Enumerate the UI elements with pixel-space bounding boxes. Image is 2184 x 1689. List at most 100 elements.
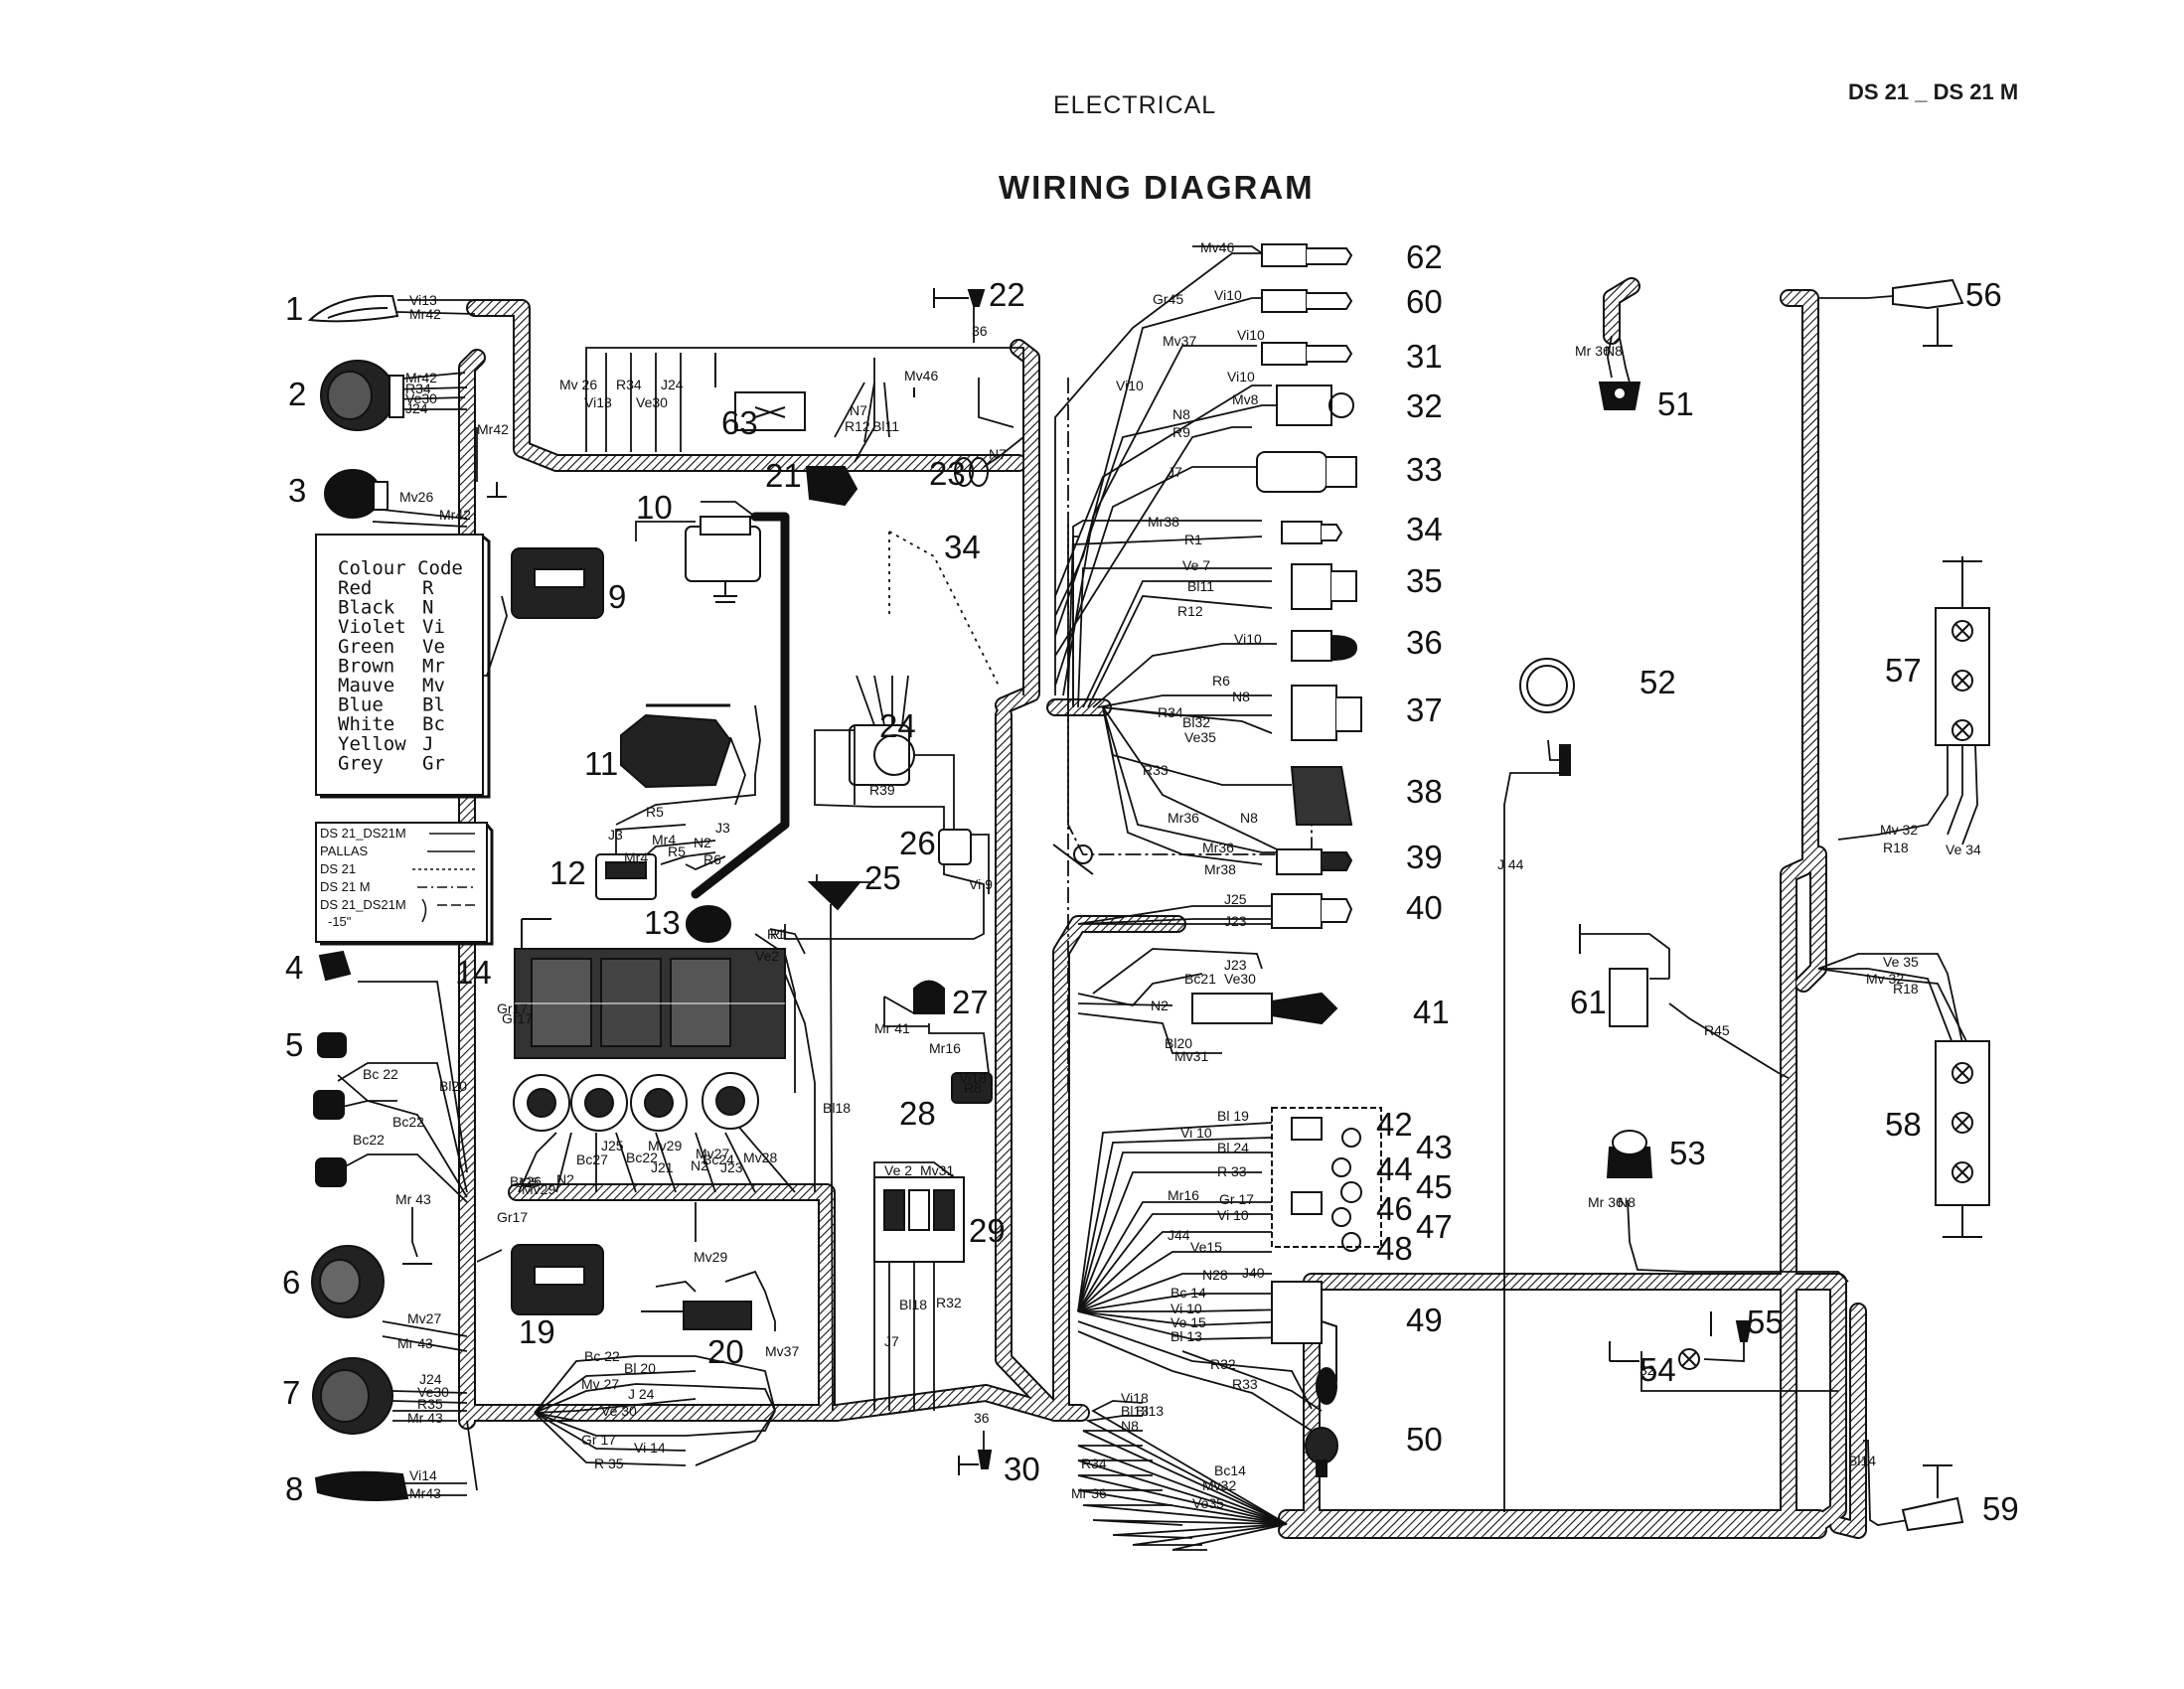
colour-name: Black <box>338 597 395 619</box>
colour-code: Bl <box>422 694 445 716</box>
colour-code: Gr <box>422 752 445 774</box>
component-number: 7 <box>282 1374 300 1411</box>
wire-label: Mr 41 <box>874 1020 910 1036</box>
line-legend-row: DS 21 M <box>320 879 371 894</box>
wire-label: Bc22 <box>626 1150 658 1165</box>
wires <box>337 245 1978 1551</box>
wire-label: Ve30 <box>405 390 437 406</box>
component-number: 43 <box>1416 1129 1453 1165</box>
wire-label: Bl32 <box>1182 714 1210 730</box>
wire-label: Bl 24 <box>1217 1140 1249 1155</box>
wire-label: J7 <box>884 1333 899 1349</box>
wire-label: Mr 43 <box>397 1335 433 1351</box>
wire-label: 32 <box>1639 1362 1655 1378</box>
component-number: 6 <box>282 1264 300 1301</box>
wire-label: Mr42 <box>477 421 509 437</box>
wire-label: Mr 36 <box>1071 1485 1107 1501</box>
model-tag: DS 21 _ DS 21 M <box>1848 79 2019 104</box>
component-number: 57 <box>1885 652 1922 689</box>
colour-name: Grey <box>338 752 384 774</box>
wire-label: J21 <box>651 1159 674 1175</box>
wire-label: N28 <box>1202 1267 1228 1283</box>
wire-label: J 24 <box>628 1386 655 1402</box>
component-number: 20 <box>707 1333 744 1370</box>
line-legend-row: -15" <box>328 914 352 929</box>
wire-label: N2 <box>1151 998 1169 1013</box>
wire-label: N2 <box>556 1171 574 1187</box>
component-number: 39 <box>1406 839 1443 875</box>
wire-label: Ve 35 <box>1883 954 1919 970</box>
wire-label: Bl20 <box>1165 1035 1192 1051</box>
wire-label: Bl14 <box>1848 1453 1876 1468</box>
component-number: 36 <box>1406 624 1443 661</box>
component-numbers: 1234567891011121314192021222324252627282… <box>282 238 2019 1527</box>
wire-label: Bl 20 <box>624 1360 656 1376</box>
wire-label: J25 <box>601 1138 624 1153</box>
wire-label: Vi 10 <box>1180 1125 1212 1141</box>
wire-label: Vi10 <box>1214 287 1242 303</box>
wire-label: Mv31 <box>920 1162 954 1178</box>
wire-label: Bl13 <box>1136 1403 1164 1419</box>
wire-label: N8 <box>1121 1418 1139 1434</box>
wire-label: Bl18 <box>899 1297 927 1312</box>
colour-name: Red <box>338 577 372 599</box>
wire-label: Ve15 <box>1190 1239 1222 1255</box>
colour-name: Yellow <box>338 733 406 755</box>
wire-label: R32 <box>936 1295 962 1310</box>
component-number: 1 <box>285 290 303 327</box>
wire-label: R5 <box>668 844 686 859</box>
colour-code: Mr <box>422 655 445 677</box>
wire-label: Mv26 <box>399 489 433 505</box>
component-number: 2 <box>288 376 306 412</box>
wire-label: N2 <box>691 1157 708 1173</box>
colour-code: J <box>422 733 433 755</box>
wire-label: 36 <box>972 323 988 339</box>
wire-label: Vi 9 <box>969 876 993 892</box>
wire-label: Bl13 <box>1121 1403 1149 1419</box>
wire-label: Mv27 <box>696 1146 729 1161</box>
wire-label: Mv 27 <box>581 1376 619 1392</box>
wire-label: Mv 26 <box>559 377 597 392</box>
component-number: 11 <box>584 745 618 782</box>
wire-label: J40 <box>1242 1265 1265 1281</box>
colour-name: White <box>338 713 394 735</box>
colour-name: Green <box>338 636 394 658</box>
wire-label: Bl11 <box>872 418 899 434</box>
wire-label: Bc26 <box>510 1173 542 1189</box>
component-number: 32 <box>1406 387 1443 424</box>
wire-label: J24 <box>405 400 428 416</box>
wire-label: Vi 10 <box>1217 1207 1249 1223</box>
wire-label: Vi10 <box>1237 327 1265 343</box>
wire-label: J7 <box>1168 464 1182 480</box>
wire-label: Ve30 <box>417 1384 449 1400</box>
wire-label: Mr42 <box>409 306 441 322</box>
wire-label: R8 <box>964 1080 982 1096</box>
wire-label: Vi 14 <box>634 1440 666 1456</box>
component-number: 56 <box>1965 276 2002 313</box>
wire-label: Mr16 <box>929 1040 961 1056</box>
component-number: 46 <box>1376 1190 1413 1227</box>
colour-name: Blue <box>338 694 384 716</box>
component-number: 55 <box>1747 1304 1784 1340</box>
component-number: 42 <box>1376 1106 1413 1143</box>
wire-label: Mv8 <box>1232 391 1259 407</box>
wire-label: R1 <box>770 926 788 942</box>
component-number: 29 <box>969 1212 1006 1249</box>
wire-label: J23 <box>1224 913 1247 929</box>
component-number: 13 <box>644 904 681 941</box>
colour-code: N <box>422 597 433 619</box>
wire-label: Mv46 <box>1200 239 1234 255</box>
component-number: 5 <box>285 1026 303 1063</box>
component-number: 10 <box>636 489 673 526</box>
wire-label: Vi10 <box>1234 631 1262 647</box>
component-number: 37 <box>1406 691 1443 728</box>
wire-label: N8 <box>1240 810 1258 826</box>
wire-label: R18 <box>1883 840 1909 855</box>
component-number: 8 <box>285 1470 303 1507</box>
wire-label: Mv 32 <box>1880 822 1918 838</box>
wire-label: Mr36 <box>1168 810 1199 826</box>
wire-label: Bl11 <box>1187 578 1214 594</box>
